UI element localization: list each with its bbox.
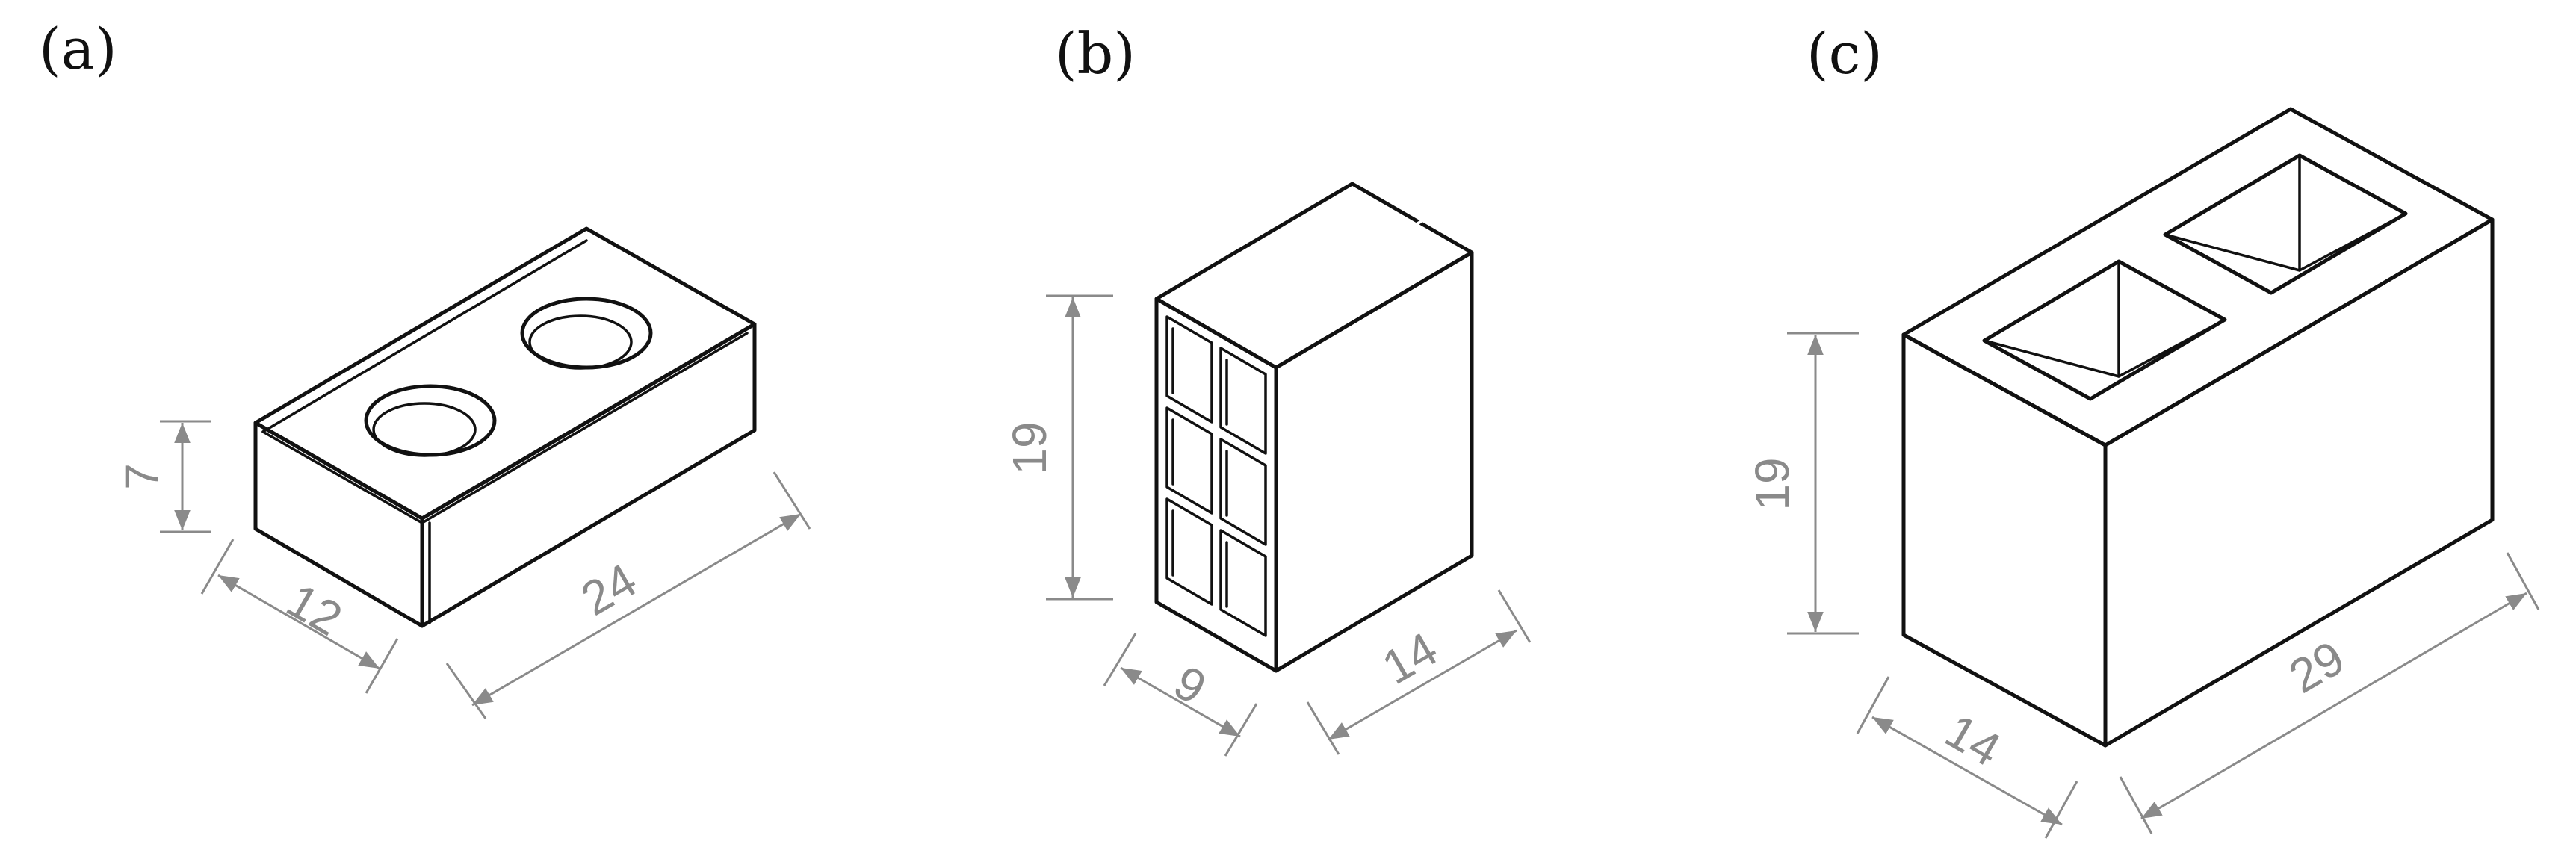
brick-b-top-face <box>1154 182 1474 370</box>
panel-a-label: (a) <box>39 16 117 82</box>
brick-b-cell <box>1165 406 1213 515</box>
brick-c-side-face <box>2103 217 2495 748</box>
dim-a-width-label: 12 <box>278 573 351 646</box>
brick-b-cells <box>1165 315 1267 637</box>
dim-c-width: 14 <box>1856 676 2078 839</box>
brick-a <box>253 226 757 628</box>
dim-c-length: 29 <box>2119 552 2540 834</box>
dim-a-width: 12 <box>200 539 399 694</box>
brick-a-bevel-front <box>261 332 749 524</box>
brick-b-cell <box>1219 438 1267 546</box>
brick-a-frog-2 <box>520 297 653 370</box>
brick-c <box>1901 107 2495 748</box>
brick-b-side-face <box>1274 250 1474 673</box>
dim-c-height: 19 <box>1745 332 1859 635</box>
dim-a-height-label: 7 <box>115 463 169 490</box>
panel-b: (b) <box>1003 20 1532 757</box>
dim-a-height: 7 <box>115 420 211 533</box>
brick-b <box>1154 182 1474 673</box>
brick-b-front-face <box>1154 297 1278 673</box>
dim-c-length-label: 29 <box>2280 630 2353 704</box>
panel-c-label: (c) <box>1806 20 1883 87</box>
panel-b-label: (b) <box>1055 20 1136 87</box>
dim-b-length-label: 14 <box>1373 621 1446 695</box>
brick-a-bevel-back <box>261 239 588 433</box>
dim-b-width: 9 <box>1103 633 1258 757</box>
panel-c: (c) 19 <box>1745 20 2540 839</box>
brick-c-top-face <box>1901 107 2495 447</box>
brick-c-core-1 <box>1982 259 2227 401</box>
brick-a-frog-1 <box>364 384 497 457</box>
brick-b-cell <box>1219 347 1267 455</box>
brick-b-streak <box>1261 212 1436 315</box>
brick-b-cell <box>1165 315 1213 424</box>
dim-b-height: 19 <box>1003 294 1113 601</box>
dim-b-height-label: 19 <box>1003 421 1056 474</box>
dim-b-length: 14 <box>1306 589 1532 755</box>
brick-b-cell <box>1219 529 1267 637</box>
brick-b-cell <box>1165 497 1213 606</box>
dim-b-width-label: 9 <box>1165 655 1216 715</box>
brick-b-streak <box>1287 480 1466 584</box>
dim-c-width-label: 14 <box>1936 704 2010 777</box>
dim-c-height-label: 19 <box>1745 457 1799 510</box>
panel-a: (a) <box>39 16 811 719</box>
dim-a-length-label: 24 <box>572 553 645 626</box>
brick-a-side-face <box>420 322 757 628</box>
brick-c-core-2 <box>2163 153 2408 295</box>
brick-b-streak <box>1287 360 1466 465</box>
dim-a-length: 24 <box>445 471 811 719</box>
